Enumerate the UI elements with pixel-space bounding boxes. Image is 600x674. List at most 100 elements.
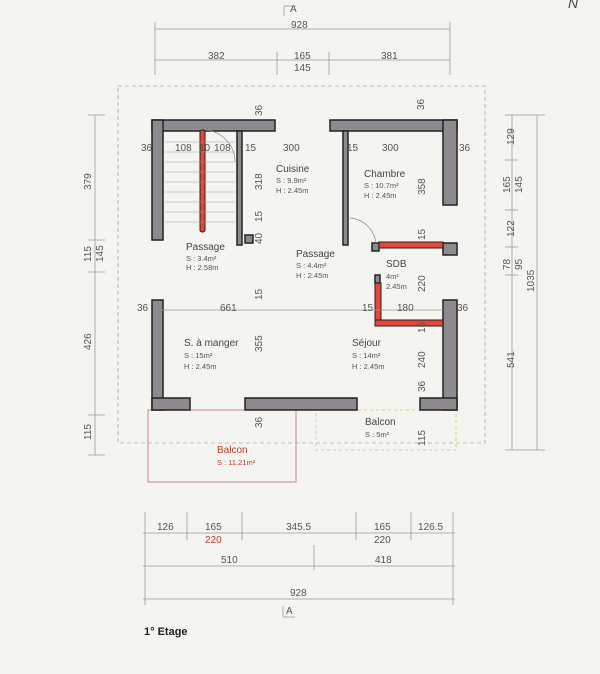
label-dimensions-interior-27: 36 [254,416,265,428]
door-chambre [349,217,377,246]
label-dimensions-bottom-6: 126.5 [418,522,443,533]
label-rooms-6-name: Séjour [352,338,382,349]
label-rooms-0-name: Cuisine [276,164,310,175]
dim-top-opening-h: 145 [294,63,311,74]
label-dimensions-interior-18: 180 [397,303,414,314]
label-dimensions-bottom-8: 418 [375,555,392,566]
label-dimensions-interior-7: 300 [382,143,399,154]
label-rooms-5-height: H : 2.45m [184,362,217,371]
room-chambre: Chambre S : 10.7m² H : 2.45m [364,169,406,200]
label-dimensions-interior-28: 115 [417,430,428,446]
label-dimensions-bottom-1: 165 [205,522,222,533]
label-dimensions-bottom-2: 220 [205,535,222,546]
dim-left-115b: 115 [83,424,94,440]
label-dimensions-interior-8: 36 [459,143,471,154]
label-dimensions-bottom-5: 220 [374,535,391,546]
dim-right-165: 165 [502,176,513,193]
label-dimensions-interior-2: 10 [199,143,211,154]
dim-left-379: 379 [83,173,94,190]
floor-title: 1° Etage [144,626,188,638]
label-rooms-4-name: SDB [386,259,407,270]
dim-top-right: 381 [381,51,398,62]
label-rooms-1-height: H : 2.45m [364,191,397,200]
roof-outline [117,85,486,444]
dim-right-122: 122 [506,220,517,237]
label-rooms-4-height: 2.45m [386,282,407,291]
label-rooms-6-height: H : 2.45m [352,362,385,371]
label-dimensions-bottom-3: 345.5 [286,522,311,533]
dim-right-1035: 1035 [526,269,537,292]
bottom-dimensions: 126 165 220 345.5 165 220 126.5 510 418 … [143,512,455,605]
dim-left-115: 115 [83,246,94,262]
label-dimensions-interior-15: 15 [417,228,428,240]
partitions-red [199,129,444,327]
label-dimensions-interior-3: 108 [214,143,231,154]
label-rooms-5-surface: S : 15m² [184,351,213,360]
label-dimensions-interior-19: 36 [137,303,149,314]
room-salle-a-manger: S. à manger S : 15m² H : 2.45m [184,338,239,371]
label-rooms-7-name: Balcon [365,417,396,428]
label-rooms-8-name: Balcon [217,445,248,456]
label-rooms-2-surface: S : 3.4m² [186,254,217,263]
room-passage: Passage S : 4.4m² H : 2.45m [296,249,335,280]
label-dimensions-interior-25: 240 [417,351,428,368]
right-dimensions: 129 165 145 122 78 95 1035 541 [502,114,545,451]
label-dimensions-interior-0: 36 [141,143,153,154]
door-stairs [204,129,236,163]
room-sejour: Séjour S : 14m² H : 2.45m [352,338,385,371]
label-rooms-3-height: H : 2.45m [296,271,329,280]
dim-left-426: 426 [83,333,94,350]
dim-top-left: 382 [208,51,225,62]
label-dimensions-interior-11: 318 [254,173,265,190]
label-dimensions-bottom-7: 510 [221,555,238,566]
label-dimensions-bottom-9: 928 [290,588,307,599]
label-dimensions-interior-12: 15 [254,210,265,222]
label-dimensions-interior-13: 40 [254,232,265,244]
north-label: N [568,0,579,11]
label-dimensions-bottom-0: 126 [157,522,174,533]
label-rooms-7-surface: S : 5m² [365,430,390,439]
top-dimensions: 928 382 165 145 381 [154,20,451,75]
balcony-west [147,409,297,483]
label-rooms-0-surface: S : 9.9m² [276,176,307,185]
dim-right-145: 145 [514,176,525,193]
dim-top-opening: 165 [294,51,311,62]
room-sdb: SDB 4m² 2.45m [386,259,407,291]
label-dimensions-interior-21: 220 [417,275,428,292]
label-dimensions-interior-17: 15 [362,303,374,314]
dim-right-95: 95 [514,258,525,270]
label-dimensions-interior-6: 15 [347,143,359,154]
label-dimensions-interior-22: 15 [254,288,265,300]
label-rooms-1-surface: S : 10.7m² [364,181,399,190]
label-dimensions-interior-26: 36 [417,380,428,392]
label-rooms-2-name: Passage [186,242,225,253]
dim-right-78: 78 [502,258,513,270]
staircase [165,141,235,223]
room-cuisine: Cuisine S : 9.9m² H : 2.45m [276,164,310,195]
interior-dimensions: 36 108 10 108 15 300 15 300 36 36 36 318… [137,98,471,446]
walls [151,119,458,411]
label-dimensions-bottom-4: 165 [374,522,391,533]
section-marker-top: A [290,4,297,15]
label-dimensions-interior-24: 15 [417,321,428,333]
label-dimensions-interior-1: 108 [175,143,192,154]
room-balcon-west: Balcon S : 11.21m² [217,445,256,467]
label-rooms-8-surface: S : 11.21m² [217,458,256,467]
label-dimensions-interior-9: 36 [254,104,265,116]
label-rooms-4-surface: 4m² [386,272,399,281]
label-dimensions-interior-20: 36 [457,303,469,314]
label-dimensions-interior-16: 661 [220,303,237,314]
dim-top-total: 928 [291,20,308,31]
dim-right-129: 129 [506,128,517,145]
label-rooms-6-surface: S : 14m² [352,351,381,360]
room-balcon-east: Balcon S : 5m² [365,417,396,439]
label-dimensions-interior-4: 15 [245,143,257,154]
label-dimensions-interior-23: 355 [254,335,265,352]
left-dimensions: 379 115 145 426 115 [83,114,106,456]
label-rooms-3-name: Passage [296,249,335,260]
label-rooms-5-name: S. à manger [184,338,239,349]
label-dimensions-interior-5: 300 [283,143,300,154]
dim-right-541: 541 [506,351,517,368]
label-rooms-2-height: H : 2.58m [186,263,219,272]
